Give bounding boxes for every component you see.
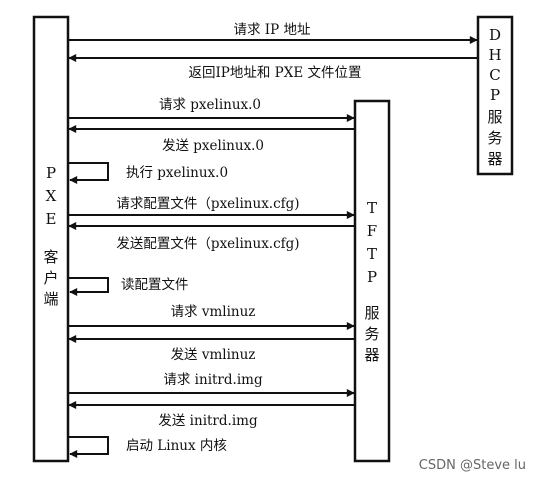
label-request-ip: 请求 IP 地址 xyxy=(234,22,311,38)
self-loop-read-config xyxy=(69,277,109,296)
dhcp-server-label: D H C P 服 务 器 xyxy=(487,26,502,168)
self-loop-execute-pxelinux xyxy=(69,162,109,184)
label-send-pxelinux: 发送 pxelinux.0 xyxy=(162,138,264,154)
dhcp-server-char: 服 xyxy=(487,108,502,126)
tftp-server-char: 器 xyxy=(364,346,379,364)
label-request-pxelinux: 请求 pxelinux.0 xyxy=(159,97,261,113)
pxe-client-char: 户 xyxy=(43,269,58,287)
label-request-vmlinuz: 请求 vmlinuz xyxy=(171,304,256,320)
pxe-client-box xyxy=(32,15,70,463)
label-send-initrd: 发送 initrd.img xyxy=(158,413,258,429)
label-return-ip: 返回IP地址和 PXE 文件位置 xyxy=(188,65,361,81)
tftp-server-char: F xyxy=(367,222,377,240)
dhcp-server-box xyxy=(476,15,514,176)
pxe-client-char: X xyxy=(46,187,57,205)
dhcp-server-char: P xyxy=(490,86,500,104)
pxe-client-char: 端 xyxy=(43,290,58,308)
tftp-server-char: 服 xyxy=(364,304,379,322)
tftp-server-box xyxy=(353,99,391,463)
dhcp-server-char: 务 xyxy=(487,129,502,147)
label-boot-kernel: 启动 Linux 内核 xyxy=(126,438,227,454)
dhcp-server-char: H xyxy=(488,46,501,64)
tftp-server-label: T F T P 服 务 器 xyxy=(364,199,379,364)
tftp-server-char: T xyxy=(367,245,377,263)
dhcp-server-char: C xyxy=(489,66,500,84)
watermark: CSDN @Steve lu xyxy=(419,458,526,473)
pxe-client-label: P X E 客 户 端 xyxy=(43,164,58,308)
label-request-initrd: 请求 initrd.img xyxy=(163,372,263,388)
dhcp-server-char: D xyxy=(489,26,501,44)
label-send-config: 发送配置文件（pxelinux.cfg) xyxy=(116,236,299,252)
label-execute-pxelinux: 执行 pxelinux.0 xyxy=(126,165,228,181)
tftp-server-char: 务 xyxy=(364,325,379,343)
label-send-vmlinuz: 发送 vmlinuz xyxy=(171,347,256,363)
pxe-client-char: P xyxy=(46,164,56,182)
self-loop-boot-kernel xyxy=(69,436,109,458)
tftp-server-char: P xyxy=(367,268,377,286)
dhcp-server-char: 器 xyxy=(487,150,502,168)
pxe-client-char: 客 xyxy=(43,248,58,266)
label-request-config: 请求配置文件（pxelinux.cfg) xyxy=(116,196,299,212)
tftp-server-char: T xyxy=(367,199,377,217)
pxe-client-char: E xyxy=(46,210,57,228)
label-read-config: 读配置文件 xyxy=(121,277,189,293)
